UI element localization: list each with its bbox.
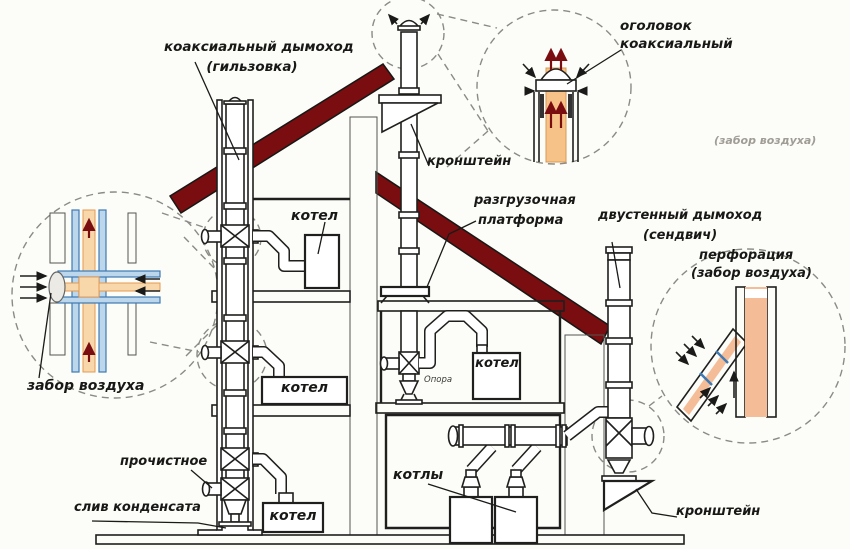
tee-3f	[200, 224, 259, 248]
detail-circles	[11, 0, 846, 473]
label-condensate-drain: слив конденсата	[74, 500, 201, 515]
label-support: Опора	[424, 375, 453, 385]
mid-boiler	[419, 310, 522, 401]
detail-circle-perforation	[650, 248, 846, 444]
label-boiler-1f-left: котел	[269, 508, 317, 524]
intake-port	[48, 271, 66, 303]
zoom-circle-chimney-head	[371, 0, 445, 70]
left-boiler-elbows	[253, 230, 305, 494]
label-cleanout: прочистное	[120, 454, 208, 469]
boiler-ground-1	[448, 495, 494, 545]
label-platform-line2: платформа	[478, 213, 564, 228]
middle-chimney	[378, 13, 442, 405]
liner-wall-left	[216, 99, 223, 531]
detail-perforation-content	[675, 286, 777, 423]
label-twin-wall-line2: (сендвич)	[643, 228, 718, 243]
label-boiler-2f-left: котел	[281, 380, 328, 396]
middle-wall	[349, 116, 378, 536]
label-bracket-top: кронштейн	[427, 154, 512, 169]
drain-cone-mid	[398, 380, 420, 395]
roof-left-slope	[168, 62, 396, 215]
external-chimney	[601, 246, 656, 512]
label-twin-wall-line1: двустенный дымоход	[598, 208, 763, 223]
label-boilers-ground: котлы	[393, 467, 444, 483]
left-coaxial-chimney	[200, 96, 259, 532]
leader-lines	[38, 49, 678, 529]
condensate-drain-cone	[218, 499, 252, 527]
boiler-1f-left-box	[261, 501, 325, 534]
boiler-2f-mid-box	[471, 351, 522, 401]
inner-flue-pipe	[225, 103, 245, 501]
ground-boilers	[447, 406, 609, 545]
wall-bracket-top	[378, 94, 442, 134]
detail-head-content	[522, 47, 590, 163]
label-air-intake-left: забор воздуха	[27, 378, 145, 394]
unloading-platform	[379, 285, 431, 304]
tee-2f	[200, 340, 259, 364]
label-boiler-3f: котел	[291, 208, 338, 224]
wall-bracket-bottom	[602, 479, 656, 512]
label-perforation-line1: перфорация	[699, 248, 794, 263]
label-bracket-bottom: кронштейн	[676, 504, 761, 519]
detail-circle-head	[476, 9, 632, 165]
detail-left-content	[20, 209, 161, 373]
boiler-2f-left-box	[260, 375, 349, 406]
ext-tee	[605, 417, 655, 459]
boiler-ground-2	[493, 495, 539, 545]
tee-2f-mid	[379, 351, 420, 375]
label-platform-line1: разгрузочная	[474, 193, 576, 208]
label-boiler-2f-mid: котел	[475, 356, 519, 371]
boiler-3f-box	[303, 233, 341, 290]
cleanout-tee	[201, 477, 250, 501]
left-boilers	[260, 233, 349, 534]
label-air-intake-note: (забор воздуха)	[714, 134, 817, 147]
label-coax-chimney-line2: (гильзовка)	[206, 59, 298, 75]
detail-circle-left	[11, 191, 219, 399]
ext-drain-cone	[606, 459, 632, 474]
label-head-line1: оголовок	[620, 18, 692, 34]
ground	[95, 529, 685, 545]
label-head-line2: коаксиальный	[620, 36, 733, 52]
liner-wall-right	[247, 99, 254, 531]
label-perforation-line2: (забор воздуха)	[691, 266, 812, 281]
label-coax-chimney-line1: коаксиальный дымоход	[164, 39, 354, 55]
